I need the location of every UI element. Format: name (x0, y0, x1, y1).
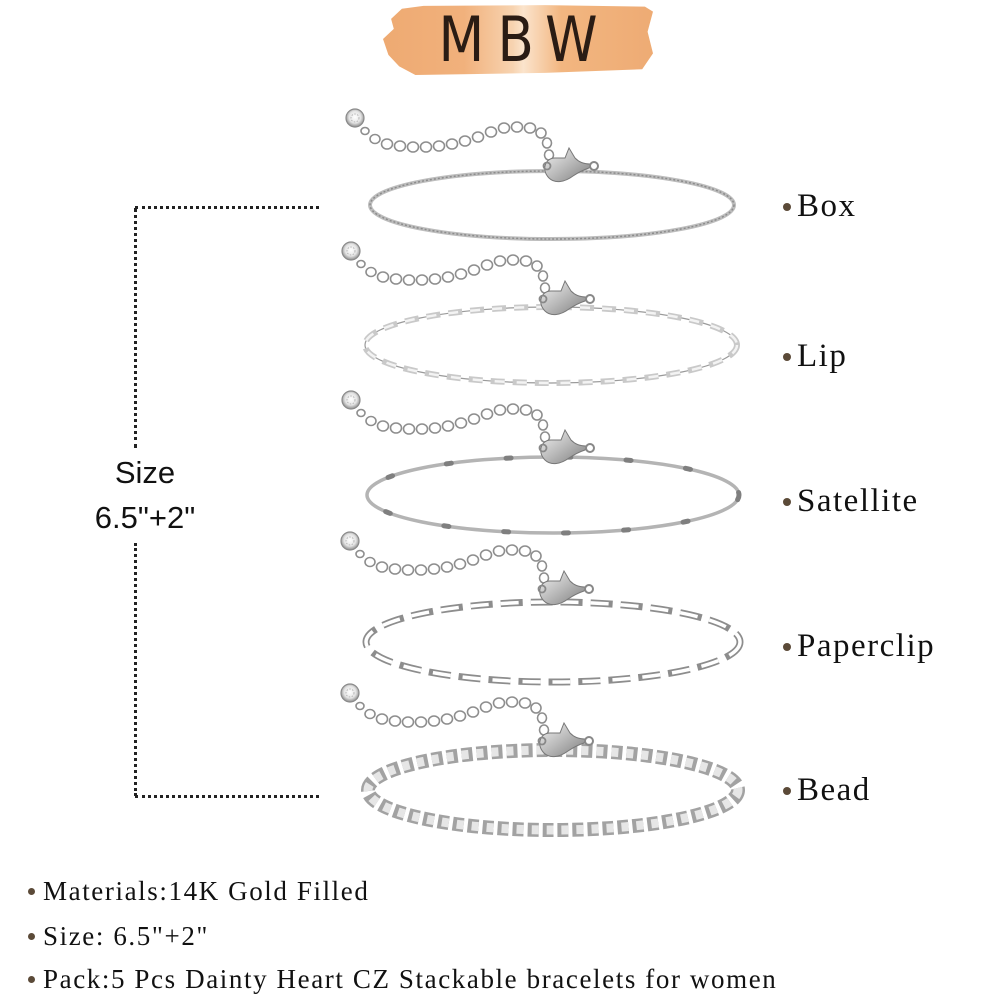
bracelet-label-text: Bead (797, 772, 871, 808)
brand-logo: MBW (383, 2, 653, 76)
logo-brush-banner (383, 5, 653, 75)
size-label-value: 6.5"+2" (94, 500, 196, 535)
bracelet-label-text: Lip (797, 338, 848, 374)
bracelet-satellite-image (341, 390, 742, 536)
feature-text: Materials:14K Gold Filled (43, 876, 370, 906)
bullet-icon (783, 352, 791, 361)
bracelet-label-box: Box (783, 188, 857, 225)
size-bracket-lower-line (134, 543, 137, 796)
bracelet-box-image (345, 108, 736, 241)
bracelet-label-satellite: Satellite (783, 483, 919, 520)
size-bracket-bottom-line (135, 795, 319, 798)
bullet-icon (28, 888, 35, 895)
bullet-icon (28, 933, 35, 940)
bracelet-label-text: Satellite (797, 483, 919, 519)
bracelet-label-text: Box (797, 188, 857, 224)
feature-text: Size: 6.5"+2" (43, 921, 210, 951)
size-label-title: Size (114, 455, 176, 490)
feature-size: Size: 6.5"+2" (28, 921, 209, 952)
bracelet-lip-image (341, 241, 740, 386)
logo-text: MBW (438, 2, 612, 76)
bracelet-paperclip-image (340, 531, 744, 686)
feature-pack: Pack:5 Pcs Dainty Heart CZ Stackable bra… (28, 964, 777, 995)
bracelet-label-text: Paperclip (797, 628, 936, 664)
bracelet-label-lip: Lip (783, 338, 847, 375)
feature-materials: Materials:14K Gold Filled (28, 876, 369, 907)
size-bracket-top-line (135, 206, 319, 209)
bracelet-label-paperclip: Paperclip (783, 628, 935, 665)
bullet-icon (783, 786, 791, 795)
bullet-icon (783, 202, 791, 211)
bullet-icon (783, 642, 791, 651)
bullet-icon (28, 976, 35, 983)
feature-text: Pack:5 Pcs Dainty Heart CZ Stackable bra… (43, 964, 778, 994)
size-label: Size 6.5"+2" (60, 450, 230, 540)
bracelets-illustration (340, 108, 745, 837)
bullet-icon (783, 497, 791, 506)
bracelet-bead-image (340, 683, 745, 837)
bracelet-label-bead: Bead (783, 772, 871, 809)
size-bracket-upper-line (134, 208, 137, 448)
